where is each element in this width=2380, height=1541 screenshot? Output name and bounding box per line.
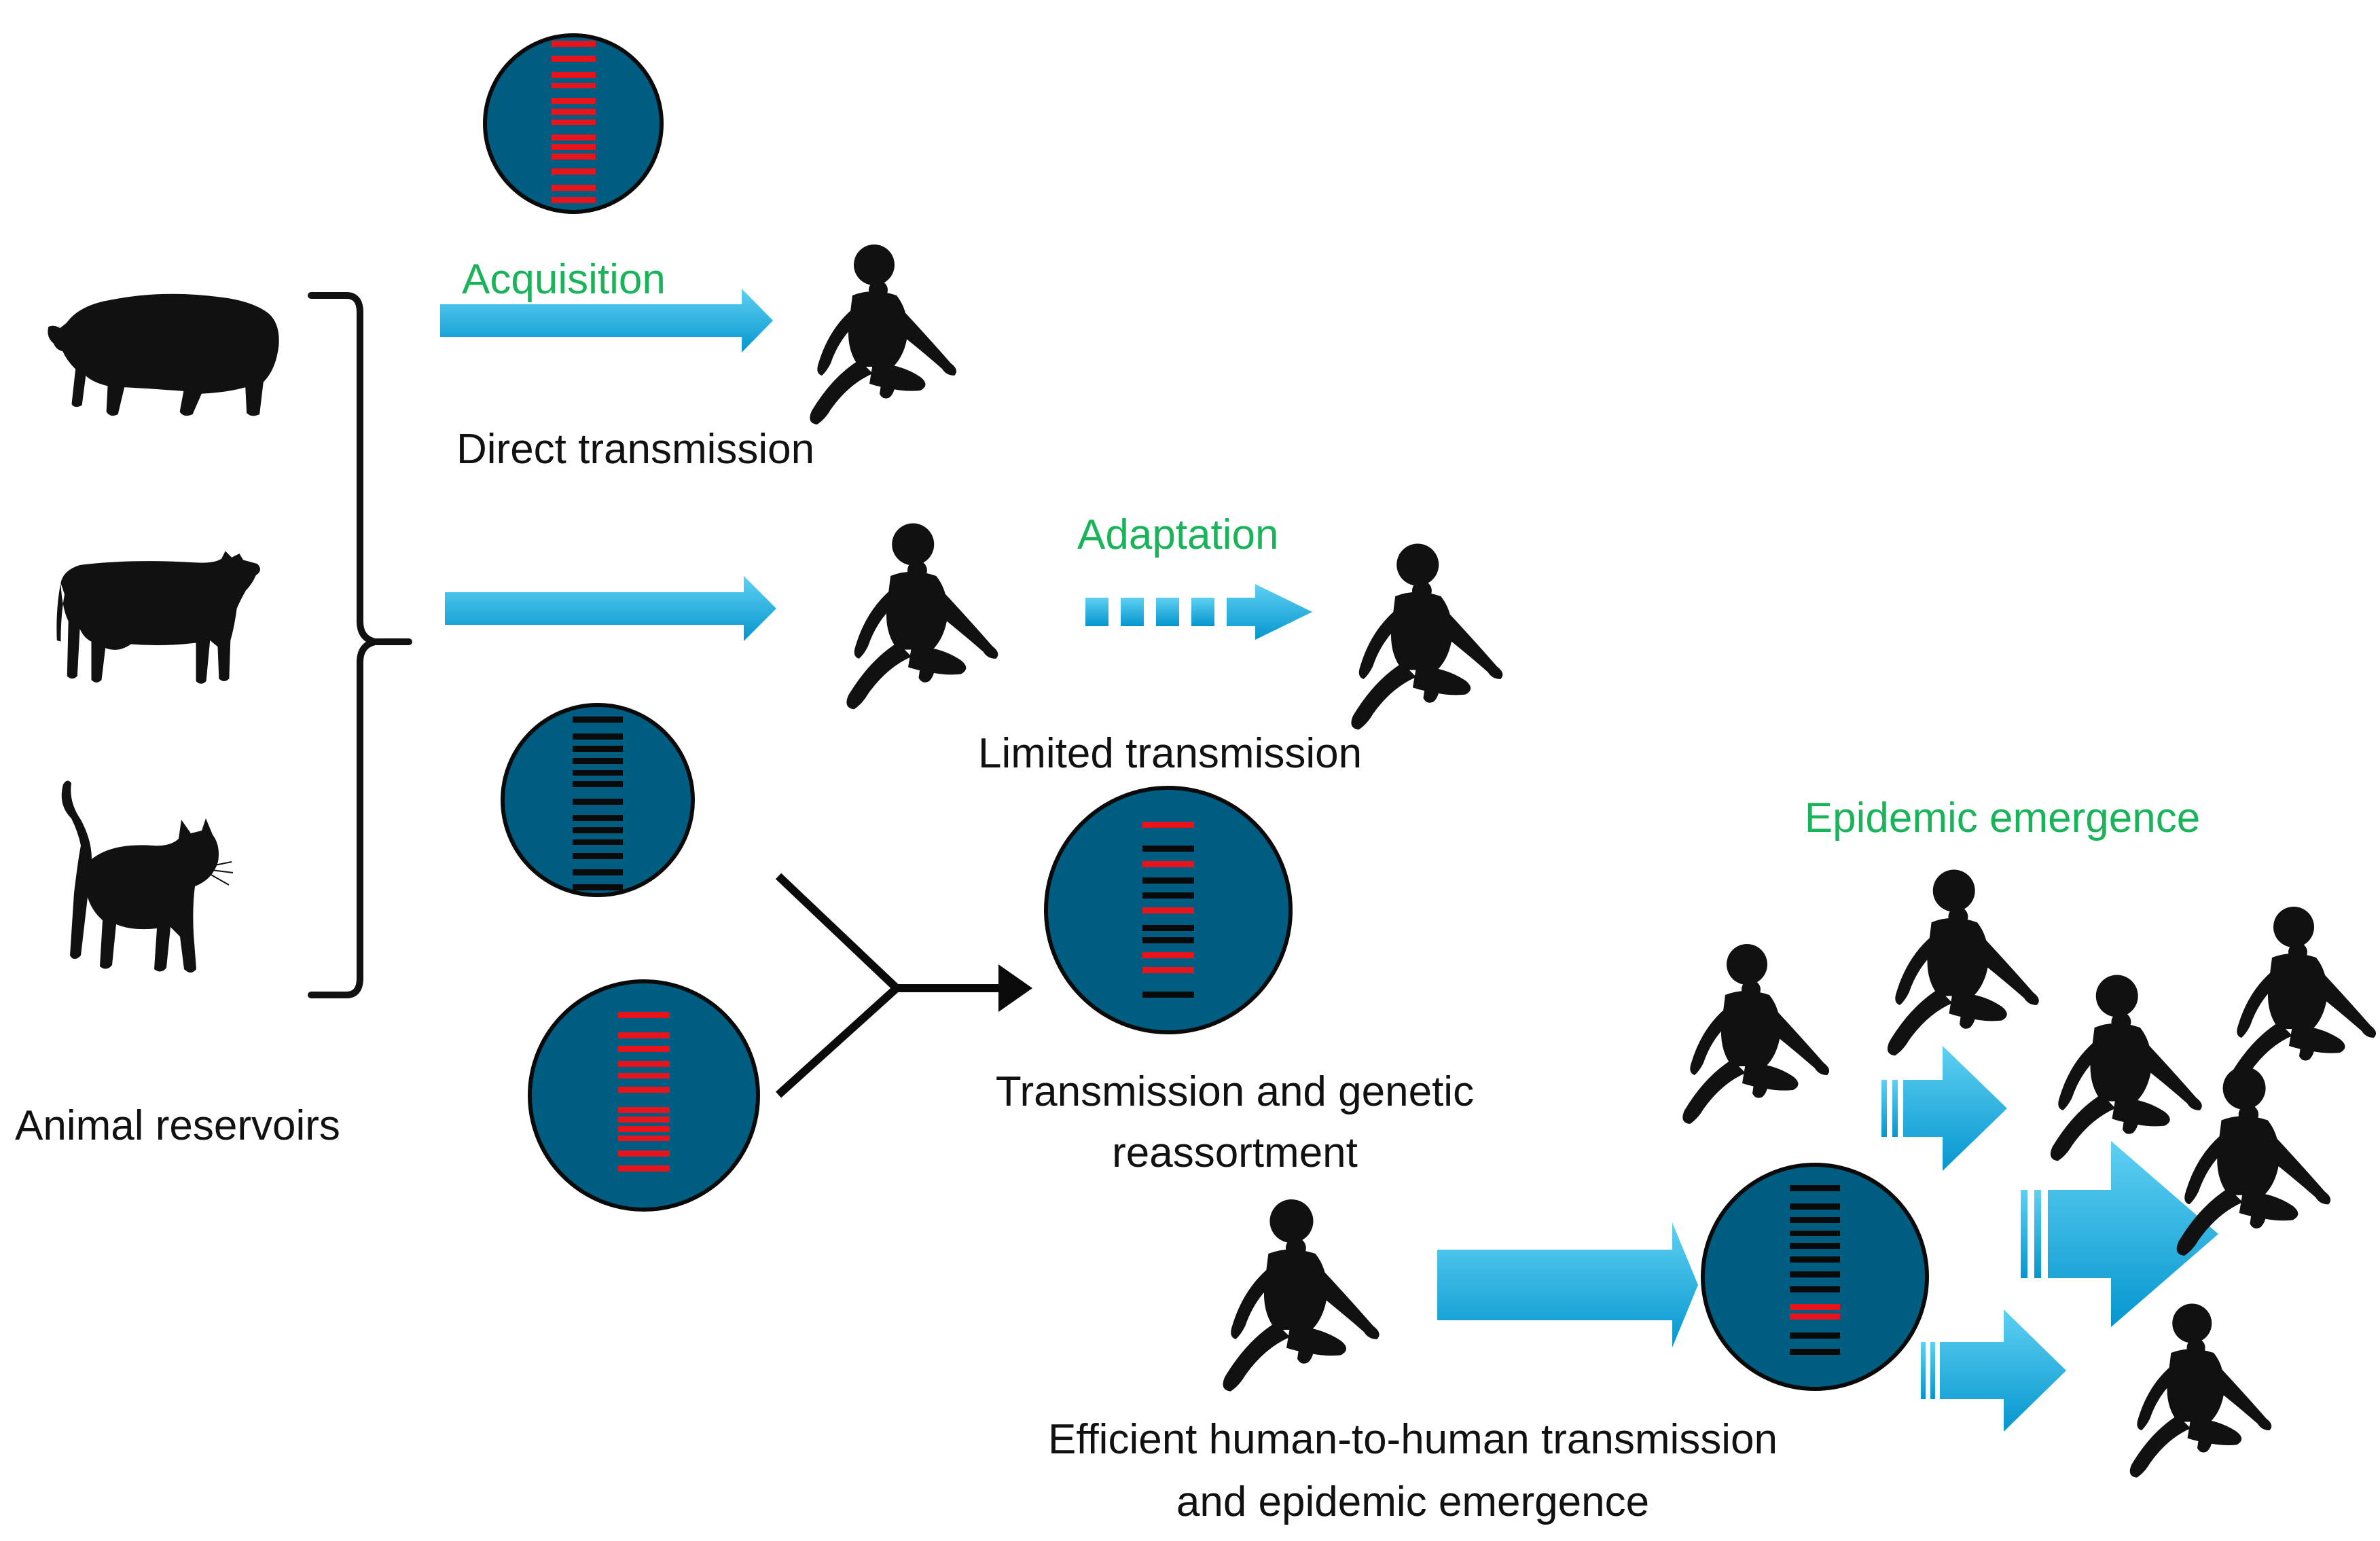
efficient-transmission-label-line2: and epidemic emergence xyxy=(1176,1479,1649,1525)
infant-icon-direct xyxy=(810,244,957,424)
spread-arrow-upper xyxy=(1881,1046,2007,1171)
infant-icon-source xyxy=(1223,1199,1380,1392)
acquisition-label: Acquisition xyxy=(462,256,666,303)
adaptation-dashed-arrow xyxy=(1085,584,1312,640)
animal-reservoirs-label: Animal reservoirs xyxy=(15,1102,340,1149)
acquisition-arrow xyxy=(440,289,773,352)
virus-reassortant xyxy=(1044,786,1293,1034)
infant-icon-crowd-2 xyxy=(1887,869,2039,1056)
infant-icon-crowd-4 xyxy=(2229,907,2377,1087)
infant-icon-crowd-1 xyxy=(1682,944,1830,1124)
direct-transmission-label: Direct transmission xyxy=(456,426,814,473)
cat-icon xyxy=(60,780,234,974)
infant-icon-spillover xyxy=(846,523,998,710)
efficient-transmission-arrow xyxy=(1437,1222,1698,1347)
transmission-genetic-label-line1: Transmission and genetic xyxy=(996,1068,1474,1115)
spread-arrow-lower xyxy=(1921,1309,2066,1432)
virus-parent-a xyxy=(501,703,695,897)
virus-parent-b xyxy=(528,979,760,1212)
limited-transmission-label: Limited transmission xyxy=(978,730,1362,777)
virus-top xyxy=(483,33,664,214)
transmission-genetic-label-line2: reassortment xyxy=(1112,1129,1358,1176)
infant-icon-crowd-3 xyxy=(2050,975,2202,1161)
infant-icon-adapted xyxy=(1351,543,1503,730)
cow-icon xyxy=(56,551,260,684)
efficient-transmission-label-line1: Efficient human-to-human transmission xyxy=(1048,1416,1778,1463)
virus-epidemic xyxy=(1701,1163,1929,1391)
spread-arrow-middle xyxy=(2021,1141,2218,1327)
epidemic-emergence-label: Epidemic emergence xyxy=(1805,795,2200,841)
adaptation-label: Adaptation xyxy=(1077,511,1278,558)
infant-icon-crowd-6 xyxy=(2129,1303,2272,1478)
infant-icon-crowd-5 xyxy=(2176,1066,2331,1256)
spillover-arrow xyxy=(445,576,776,641)
reassortment-merge-arrow xyxy=(775,873,1032,1098)
pig-icon xyxy=(48,293,279,416)
reservoir-bracket xyxy=(308,292,412,998)
